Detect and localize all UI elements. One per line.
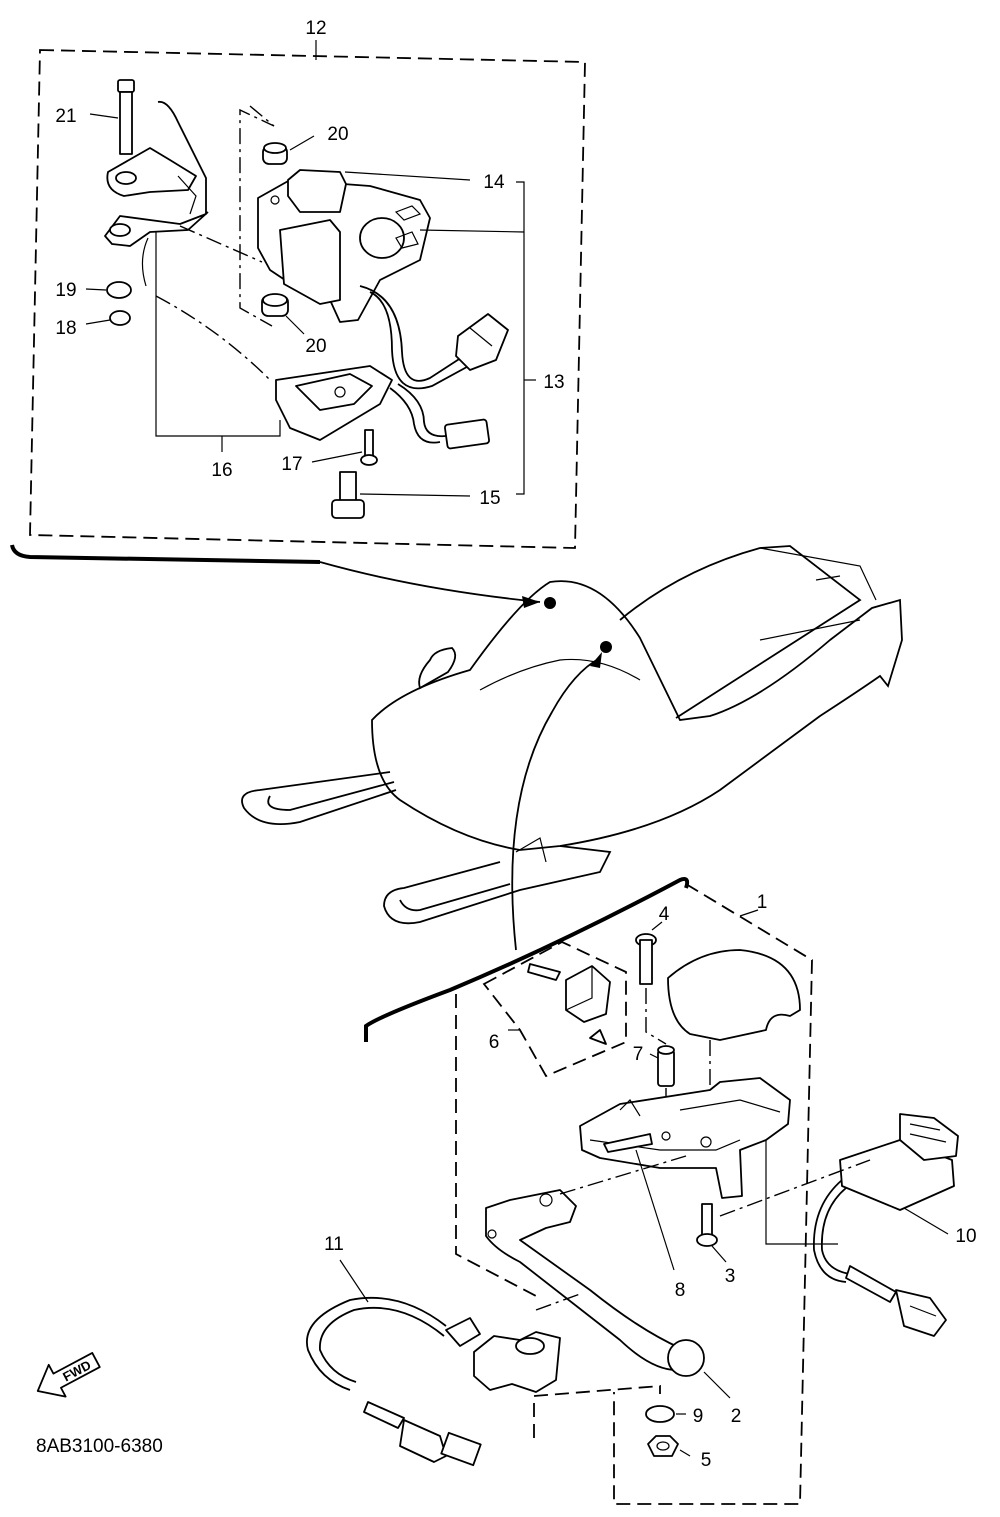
callout-9: 9 <box>693 1406 704 1427</box>
switch-wire <box>359 285 471 382</box>
callout-3: 3 <box>725 1266 736 1287</box>
switch-body-14 <box>257 169 431 323</box>
callout-12: 12 <box>305 18 326 39</box>
cover-wire <box>389 387 441 444</box>
sensor-connector <box>399 1419 482 1467</box>
mount-point-switch <box>544 597 556 609</box>
snowmobile-outline <box>241 545 903 925</box>
leader-15 <box>359 493 471 497</box>
throttle-lever-2 <box>485 1189 705 1377</box>
callout-11: 11 <box>324 1234 344 1255</box>
leader-2 <box>703 1371 731 1399</box>
leader-18 <box>85 319 111 325</box>
nut-5 <box>647 1435 679 1457</box>
callout-20-top: 20 <box>327 124 348 145</box>
leader-19 <box>85 288 107 291</box>
callout-20-bottom: 20 <box>305 336 326 357</box>
pointer-arrow-switch <box>319 561 541 603</box>
callout-14: 14 <box>483 172 505 193</box>
callout-21: 21 <box>55 106 76 127</box>
bolt-21 <box>117 79 135 155</box>
leader-5 <box>679 1449 691 1457</box>
callout-6: 6 <box>489 1032 500 1053</box>
callout-8: 8 <box>675 1280 686 1301</box>
switch-block <box>565 965 611 1023</box>
switch-cover-16 <box>275 365 393 441</box>
callout-15: 15 <box>479 488 500 509</box>
forward-direction-arrow: FWD <box>36 1352 101 1398</box>
inset-lead-bar <box>10 544 321 564</box>
callout-4: 4 <box>659 904 670 925</box>
switch-clip <box>589 1029 607 1045</box>
leader-21 <box>89 113 119 119</box>
assembly-1-dashed-border <box>613 883 813 1505</box>
bracket-13 <box>516 181 525 495</box>
leader-3 <box>711 1245 727 1263</box>
callout-2: 2 <box>731 1406 742 1427</box>
throttle-housing <box>579 1077 791 1199</box>
callout-5: 5 <box>701 1450 712 1471</box>
switch-connector <box>455 313 509 371</box>
lock-washer-18 <box>109 310 131 326</box>
bolt-3 <box>696 1203 718 1247</box>
callout-7: 7 <box>633 1044 644 1065</box>
leader-1 <box>739 909 759 917</box>
module-connector <box>895 1289 947 1337</box>
callout-18: 18 <box>55 318 76 339</box>
mount-point-throttle <box>600 641 612 653</box>
bolt-4 <box>635 933 657 985</box>
grommet-20-top <box>262 142 288 165</box>
callout-16: 16 <box>211 460 232 481</box>
grommet-20-bottom <box>261 293 289 317</box>
leader-17 <box>311 451 363 463</box>
inset-dashed-border <box>29 49 586 549</box>
handlebar-cap <box>667 949 801 1041</box>
leader-8 <box>635 1149 675 1271</box>
callout-10: 10 <box>955 1226 976 1247</box>
callout-17: 17 <box>281 454 302 475</box>
callout-19: 19 <box>55 280 76 301</box>
cover-connector <box>444 418 490 450</box>
mounting-bracket <box>104 100 209 287</box>
sensor-wire <box>306 1296 447 1391</box>
drawing-code: 8AB3100-6380 <box>36 1436 163 1457</box>
throttle-assembly-1: 1 6 4 7 <box>306 877 977 1505</box>
leader-20-top <box>289 135 315 151</box>
grommet-alignment-line <box>239 105 275 327</box>
module-wire <box>821 1187 851 1275</box>
assembly-lead-bar <box>364 877 690 1042</box>
collar-7 <box>657 1045 675 1087</box>
leader-10 <box>903 1207 949 1235</box>
switch-screw <box>527 963 561 981</box>
callout-13: 13 <box>543 372 564 393</box>
washer-9 <box>645 1405 675 1423</box>
screw-8 <box>603 1133 653 1153</box>
screw-17 <box>360 429 378 466</box>
callout-1: 1 <box>757 892 768 913</box>
throttle-sensor-11 <box>445 1317 561 1393</box>
leader-20-bottom <box>285 315 305 335</box>
leader-11 <box>339 1259 369 1303</box>
control-module-10 <box>839 1113 959 1211</box>
leader-13-upper <box>419 229 525 233</box>
leader-4 <box>651 921 663 931</box>
washer-19 <box>106 281 132 299</box>
leader-14 <box>344 171 471 181</box>
inset-assembly-12: 12 21 19 18 20 <box>10 18 586 564</box>
bracket-16 <box>155 232 281 437</box>
pointer-arrow-throttle <box>511 657 601 951</box>
leader-7 <box>649 1053 659 1059</box>
bolt-15 <box>331 471 365 519</box>
